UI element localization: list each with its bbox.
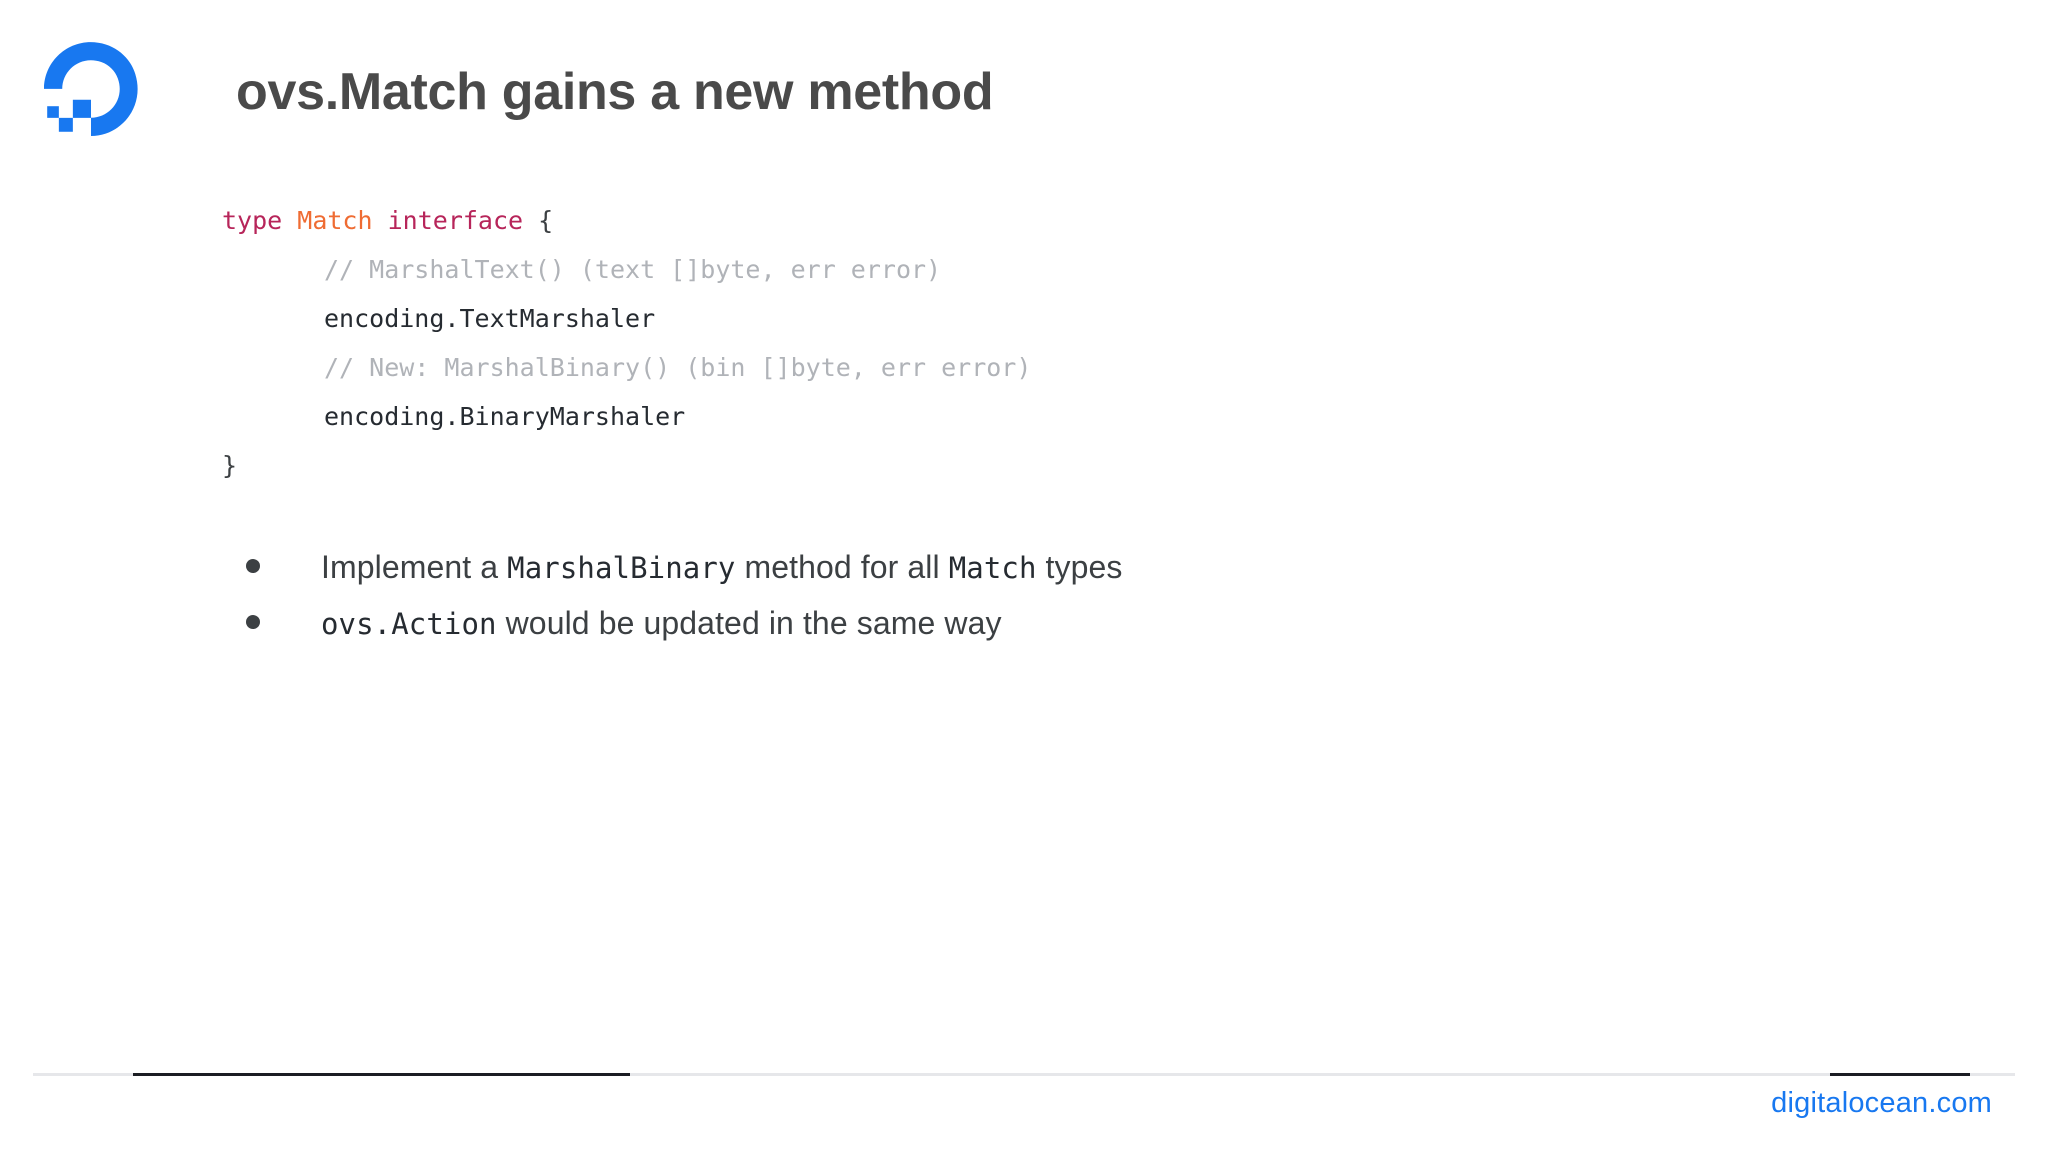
inline-text: would be updated in the same way [496,605,1002,641]
bullet-list: Implement a MarshalBinary method for all… [246,549,1123,661]
code-token-plain: encoding.BinaryMarshaler [324,402,686,431]
code-line: type Match interface { [222,196,1031,245]
inline-code: Match [948,551,1037,585]
inline-text: method for all [735,549,949,585]
page-title: ovs.Match gains a new method [236,63,994,121]
list-item-label: ovs.Action would be updated in the same … [321,605,1002,642]
code-token-comment: // New: MarshalBinary() (bin []byte, err… [324,353,1032,382]
code-token-punct: { [538,206,554,235]
code-line: // MarshalText() (text []byte, err error… [222,245,1031,294]
inline-text: types [1036,549,1123,585]
code-line: encoding.TextMarshaler [222,294,1031,343]
code-token-plain [282,206,297,235]
code-token-comment: // MarshalText() (text []byte, err error… [324,255,942,284]
list-item: ovs.Action would be updated in the same … [246,605,1123,642]
digitalocean-logo [44,42,138,136]
code-token-keyword: type [222,206,283,235]
code-line: encoding.BinaryMarshaler [222,392,1031,441]
inline-code: MarshalBinary [507,551,736,585]
code-token-plain [523,206,538,235]
slide-progress-segment [133,1073,630,1076]
code-line: // New: MarshalBinary() (bin []byte, err… [222,343,1031,392]
bullet-dot-icon [246,615,260,629]
inline-text: Implement a [321,549,508,585]
slide-progress-track[interactable] [33,1073,2015,1076]
list-item-label: Implement a MarshalBinary method for all… [321,549,1123,586]
code-token-plain: encoding.TextMarshaler [324,304,656,333]
bullet-dot-icon [246,559,260,573]
code-token-type: Match [297,206,373,235]
code-token-plain [373,206,388,235]
list-item: Implement a MarshalBinary method for all… [246,549,1123,586]
inline-code: ovs.Action [321,607,497,641]
slide-progress-segment [1830,1073,1970,1076]
code-token-punct: } [222,451,238,480]
code-line: } [222,441,1031,490]
footer-url[interactable]: digitalocean.com [1771,1087,1992,1119]
code-token-keyword: interface [387,206,524,235]
code-block: type Match interface { // MarshalText() (… [222,196,1031,490]
